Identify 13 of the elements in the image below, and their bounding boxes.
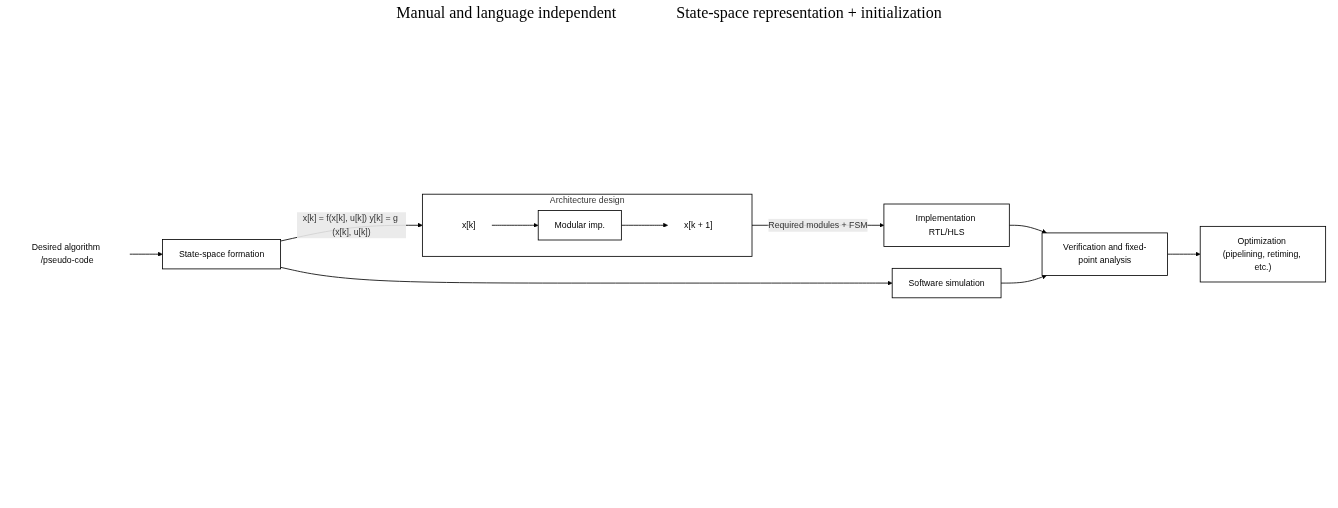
node-text: x[k] xyxy=(461,220,476,230)
edge-label: Required modules + FSM xyxy=(768,220,868,230)
node-text: x[k + 1] xyxy=(684,220,713,230)
node-box: Modular imp. xyxy=(537,210,622,241)
node-text: Desired algorithm /pseudo-code xyxy=(31,242,101,266)
note-text: Manual and language independent xyxy=(396,4,617,22)
node-box: Verification and fixed-point analysis xyxy=(1041,232,1168,276)
node-box: Optimization (pipelining, retiming, etc.) xyxy=(1199,225,1327,283)
edge-label: x[k] = f(x[k], u[k]) y[k] = g (x[k], u[k]) xyxy=(302,213,398,237)
node-box: State-space formation xyxy=(162,239,281,270)
node-box: Software simulation xyxy=(891,267,1002,299)
note-text: State-space representation + initialization xyxy=(676,4,942,22)
node-box: Implementation RTL/HLS xyxy=(883,203,1010,247)
